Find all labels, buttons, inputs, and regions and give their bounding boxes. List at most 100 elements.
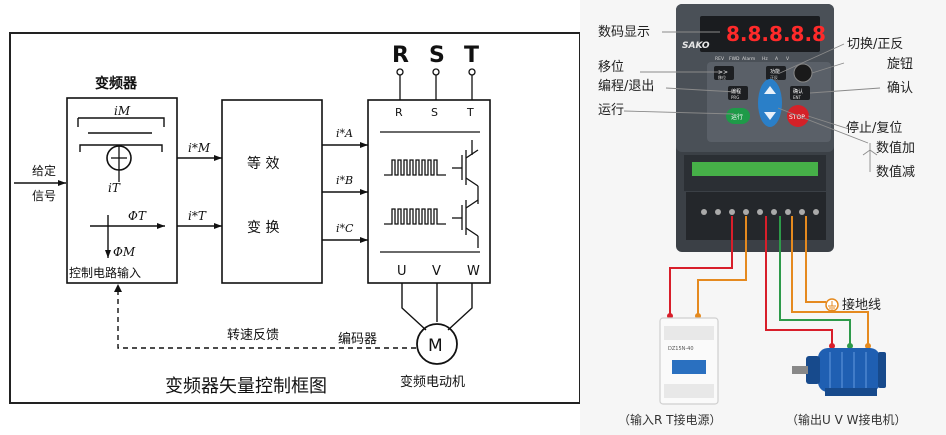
- callout-lines: [623, 31, 881, 172]
- func-button-label: 功能: [770, 68, 780, 75]
- run-button-label: 运行: [731, 113, 743, 121]
- func-button-sub: 正反: [770, 74, 778, 80]
- input-arrowhead: [58, 180, 66, 186]
- inverter-block-label: 变频器: [95, 75, 138, 92]
- feedback-arrowhead: [114, 284, 122, 292]
- wire-w: [791, 216, 869, 346]
- igbt-lower: [452, 196, 479, 248]
- shift-button-glyph: >>: [718, 69, 728, 76]
- phiT-arrowhead: [157, 223, 165, 229]
- label-value-up: 数值加: [876, 140, 915, 156]
- brand-logo: SAKO: [682, 41, 710, 51]
- equiv-line1: 等 效: [247, 155, 279, 172]
- wires: [669, 216, 869, 346]
- it-bracket: [79, 144, 163, 152]
- func-button[interactable]: [766, 66, 786, 80]
- caption-input: （输入R T接电源）: [618, 412, 721, 427]
- equiv-transform-block: [221, 99, 323, 284]
- updown-rocker: [758, 79, 782, 127]
- shift-button-sub: 移位: [718, 74, 726, 80]
- motor-symbol: M: [428, 336, 443, 356]
- power-terminal-area: [686, 192, 826, 240]
- led-label-rev: REV: [715, 56, 725, 62]
- supply-lines: [396, 68, 476, 100]
- box-terminal-r: R: [395, 106, 403, 119]
- display-window: [700, 16, 820, 52]
- label-shift: 移位: [598, 60, 624, 75]
- box-terminal-s: S: [431, 106, 438, 119]
- power-terminal-screws: [701, 209, 819, 215]
- top-terminal-r: R: [392, 43, 409, 68]
- top-terminal-t: T: [464, 43, 479, 68]
- inverter-wiring-panel: 8.8.8.8.8 SAKO REV FWD Alarm Hz A V >> 移…: [580, 0, 946, 435]
- wire-ground: [805, 216, 826, 303]
- motor-illustration: [792, 348, 886, 396]
- power-block: [367, 99, 491, 284]
- box-terminal-t: T: [466, 106, 474, 119]
- led-label-fwd: FWD: [729, 56, 740, 62]
- breaker-model: DZ15N-40: [668, 346, 694, 352]
- label-program-exit: 编程/退出: [598, 79, 654, 94]
- ia-label: i*A: [336, 127, 353, 140]
- breaker-handle[interactable]: [672, 360, 706, 374]
- vector-control-svg: 变频器 iM iT ΦT ΦM 控制电路输入 给定 信号: [9, 32, 581, 404]
- breaker-terminal-bottom: [664, 384, 714, 398]
- wire-v: [779, 216, 851, 346]
- wire-r: [669, 216, 733, 316]
- led-label-v: V: [786, 56, 790, 62]
- confirm-button-label: 确认: [793, 88, 803, 95]
- led-label-hz: Hz: [762, 56, 768, 62]
- breaker-terminal-top: [664, 326, 714, 340]
- label-display: 数码显示: [598, 25, 650, 40]
- phiT-label: ΦT: [128, 209, 147, 223]
- ground-symbol: [828, 301, 836, 311]
- box-terminal-u: U: [397, 264, 407, 279]
- display-digits: 8.8.8.8.8: [726, 22, 826, 46]
- box-terminal-w: W: [467, 264, 480, 279]
- input-label-line2: 信号: [32, 189, 56, 203]
- inverter-block: [66, 97, 178, 284]
- program-exit-button[interactable]: [728, 86, 748, 100]
- motor-leads: [401, 283, 473, 331]
- im-bracket-top: [77, 117, 165, 127]
- indicator-leds: REV FWD Alarm Hz A V: [715, 56, 790, 62]
- control-terminal-strip: [692, 162, 818, 176]
- phiM-arrowhead: [105, 250, 111, 258]
- label-ground-wire: 接地线: [842, 297, 881, 313]
- encoder-label: 编码器: [338, 332, 377, 347]
- run-button[interactable]: [726, 108, 750, 124]
- motor-label: 变频电动机: [400, 374, 465, 390]
- program-button-label: 编程: [731, 88, 741, 95]
- it-out-arrowhead: [214, 223, 222, 229]
- im-box-label: iM: [114, 104, 131, 118]
- im-out-arrowhead: [214, 155, 222, 161]
- control-circuit-input: 控制电路输入: [69, 265, 141, 280]
- label-confirm: 确认: [887, 81, 913, 96]
- confirm-button[interactable]: [790, 86, 810, 100]
- ic-label: i*C: [336, 222, 354, 235]
- label-run: 运行: [598, 103, 624, 118]
- box-terminal-v: V: [432, 264, 441, 279]
- label-knob: 旋钮: [887, 57, 913, 72]
- it-out-label: i*T: [188, 209, 207, 223]
- diagram-title: 变频器矢量控制框图: [165, 376, 327, 397]
- equiv-line2: 变 换: [247, 219, 279, 236]
- led-label-a: A: [775, 56, 779, 62]
- wire-u: [765, 216, 833, 346]
- phase-arrows: [322, 142, 368, 243]
- pwm-train-upper: [384, 159, 446, 176]
- inverter-wiring-svg: 8.8.8.8.8 SAKO REV FWD Alarm Hz A V >> 移…: [598, 4, 915, 427]
- shift-button[interactable]: [714, 66, 734, 80]
- feedback-label: 转速反馈: [227, 328, 279, 343]
- label-stop-reset: 停止/复位: [846, 120, 902, 136]
- feedback-path: [117, 290, 416, 349]
- input-label-line1: 给定: [32, 163, 56, 178]
- program-button-sub: PRG: [731, 95, 739, 100]
- led-label-alarm: Alarm: [742, 56, 755, 62]
- it-box-label: iT: [108, 181, 121, 195]
- knob[interactable]: [793, 63, 813, 83]
- label-value-down: 数值减: [876, 164, 915, 180]
- value-down-button[interactable]: [764, 112, 776, 120]
- value-up-button[interactable]: [764, 86, 776, 94]
